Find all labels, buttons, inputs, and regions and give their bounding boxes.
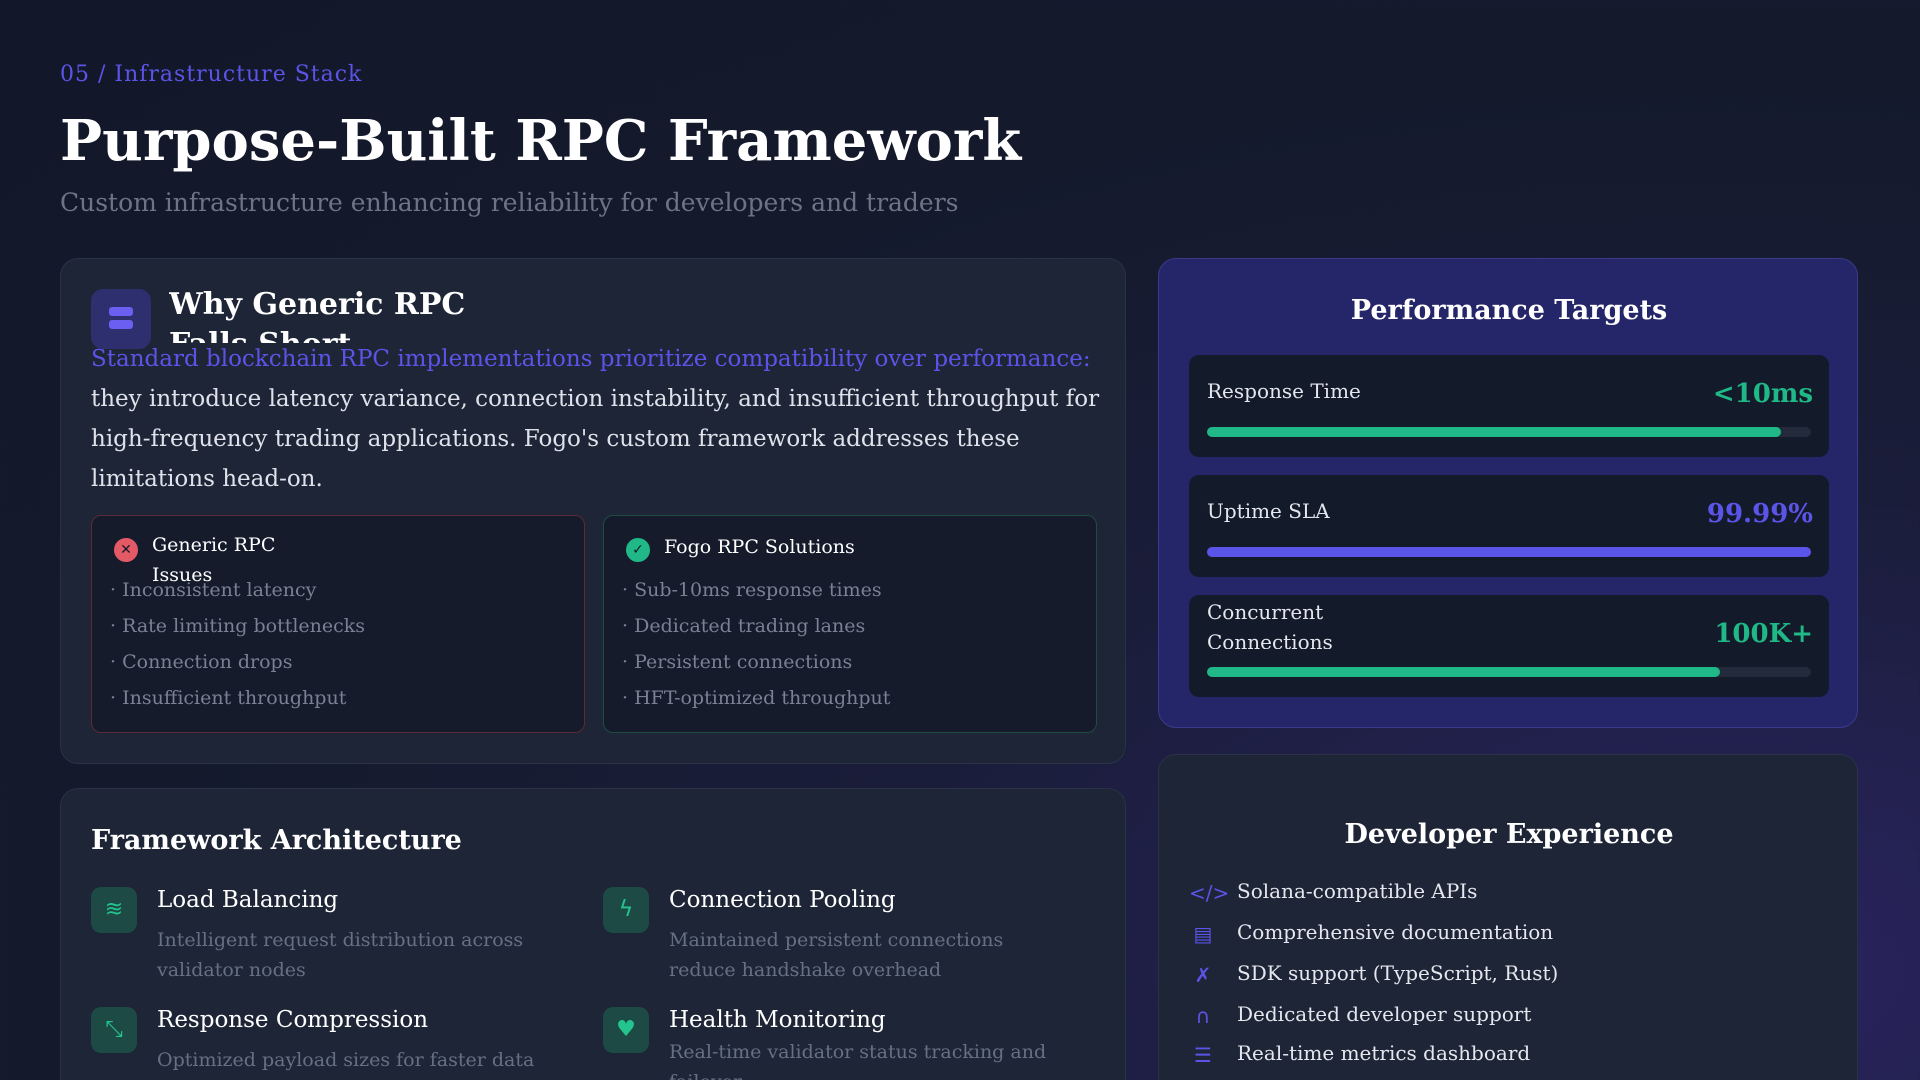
developer-experience-card: Developer Experience </> Solana-compatib… — [1158, 754, 1858, 1080]
performance-title: Performance Targets — [1350, 295, 1668, 326]
fogo-solutions-list: · Sub-10ms response times · Dedicated tr… — [622, 572, 890, 716]
tools-icon: ✗ — [1194, 963, 1212, 987]
headset-icon: ∩ — [1195, 1004, 1211, 1028]
list-item: · Insufficient throughput — [110, 687, 347, 709]
list-item: · Inconsistent latency — [110, 579, 317, 601]
feature-title: Load Balancing — [157, 887, 339, 913]
progress-fill — [1207, 547, 1811, 557]
list-item: · Sub-10ms response times — [622, 579, 882, 601]
list-item: · Persistent connections — [622, 651, 853, 673]
metric-value: 100K+ — [1714, 619, 1813, 649]
why-body: they introduce latency variance, connect… — [91, 386, 1100, 492]
feature-title: Health Monitoring — [669, 1007, 886, 1033]
developer-title: Developer Experience — [1344, 819, 1674, 850]
framework-architecture-card: Framework Architecture ≋ Load Balancing … — [60, 788, 1126, 1080]
progress-fill — [1207, 427, 1781, 437]
performance-targets-card: Performance Targets Response Time <10ms … — [1158, 258, 1858, 728]
x-circle-icon: ✕ — [114, 538, 138, 562]
layers-icon: ≋ — [91, 887, 137, 933]
feature-desc: Maintained persistent connections reduce… — [669, 929, 1004, 981]
generic-issues-title: Generic RPC Issues — [152, 534, 276, 586]
section-kicker: 05 / Infrastructure Stack — [60, 62, 363, 87]
progress-track — [1207, 667, 1811, 677]
progress-track — [1207, 547, 1811, 557]
list-item: · Connection drops — [110, 651, 293, 673]
progress-track — [1207, 427, 1811, 437]
metric-value: 99.99% — [1706, 499, 1813, 529]
feature-desc: Optimized payload sizes for faster data — [157, 1049, 535, 1071]
book-icon: ▤ — [1193, 922, 1213, 946]
metric-response-time: Response Time <10ms — [1189, 355, 1829, 457]
why-card-text: Standard blockchain RPC implementations … — [91, 339, 1101, 499]
server-icon — [91, 289, 151, 349]
progress-fill — [1207, 667, 1721, 677]
metric-label: Response Time — [1207, 379, 1361, 403]
list-item: · HFT-optimized throughput — [622, 687, 891, 709]
feature-desc: Intelligent request distribution across … — [157, 929, 524, 981]
architecture-title: Framework Architecture — [91, 825, 462, 856]
metric-label: Uptime SLA — [1207, 499, 1330, 523]
why-generic-rpc-card: Why Generic RPC Falls Short Standard blo… — [60, 258, 1126, 764]
bolt-icon: ϟ — [603, 887, 649, 933]
chart-icon: ☰ — [1194, 1043, 1212, 1067]
fogo-solutions-box: ✓ Fogo RPC Solutions · Sub-10ms response… — [603, 515, 1097, 733]
list-item: · Dedicated trading lanes — [622, 615, 866, 637]
page-title: Purpose-Built RPC Framework — [60, 108, 1022, 174]
feature-desc: Real-time validator status tracking and … — [669, 1041, 1047, 1080]
metric-value: <10ms — [1712, 379, 1813, 409]
feature-title: Response Compression — [157, 1007, 429, 1033]
code-icon: </> — [1189, 881, 1230, 905]
metric-uptime-sla: Uptime SLA 99.99% — [1189, 475, 1829, 577]
page-subtitle: Custom infrastructure enhancing reliabil… — [60, 188, 959, 217]
generic-issues-box: ✕ Generic RPC Issues · Inconsistent late… — [91, 515, 585, 733]
fogo-solutions-title: Fogo RPC Solutions — [664, 536, 855, 558]
metric-label: Concurrent Connections — [1207, 600, 1333, 649]
metric-concurrent-connections: Concurrent Connections 100K+ — [1189, 595, 1829, 697]
list-item: · Rate limiting bottlenecks — [110, 615, 366, 637]
heart-pulse-icon: ♥ — [603, 1007, 649, 1053]
compress-icon: ⤡ — [91, 1007, 137, 1053]
check-circle-icon: ✓ — [626, 538, 650, 562]
feature-title: Connection Pooling — [669, 887, 896, 913]
why-card-title: Why Generic RPC Falls Short — [169, 287, 466, 343]
generic-issues-list: · Inconsistent latency · Rate limiting b… — [110, 572, 365, 716]
why-lead-highlight: Standard blockchain RPC implementations … — [91, 346, 1091, 372]
